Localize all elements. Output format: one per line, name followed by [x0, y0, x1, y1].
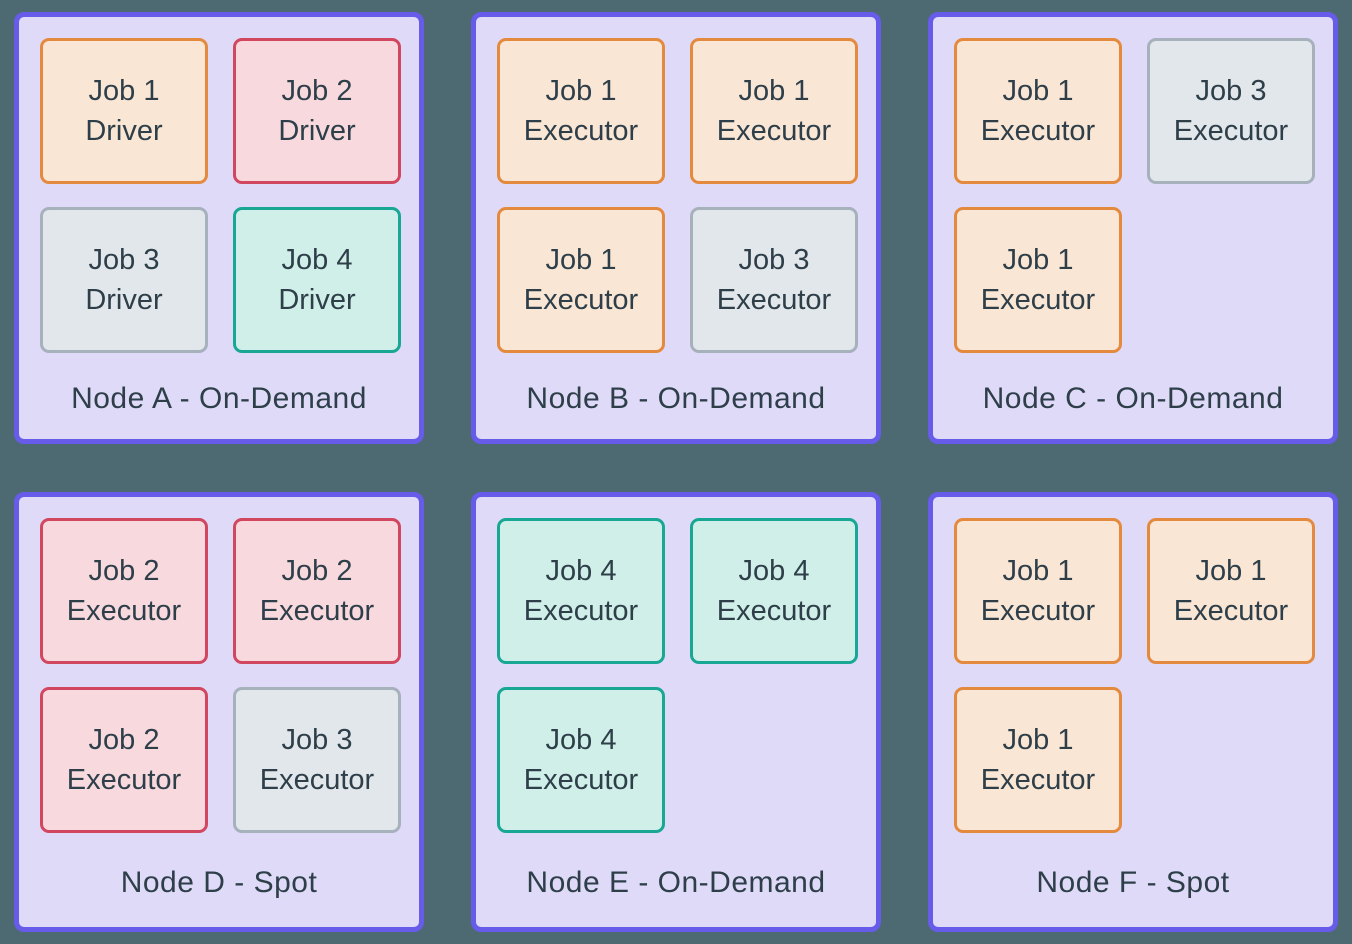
job-box-job3: Job 3 Driver [40, 207, 208, 353]
job-role: Executor [980, 764, 1096, 796]
job-box-job2: Job 2 Executor [40, 687, 208, 833]
job-role: Executor [716, 115, 832, 147]
job-name: Job 3 [1195, 74, 1267, 107]
job-box-job3: Job 3 Executor [690, 207, 858, 353]
node-label-area: Node D - Spot [19, 833, 419, 927]
job-role: Executor [980, 115, 1096, 147]
job-role: Executor [1173, 115, 1289, 147]
job-box-job4: Job 4 Executor [690, 518, 858, 664]
job-box-job2: Job 2 Executor [233, 518, 401, 664]
job-name: Job 1 [738, 74, 810, 107]
node-card-c: Job 1 Executor Job 3 Executor Job 1 Exec… [928, 12, 1338, 444]
job-name: Job 3 [281, 723, 353, 756]
jobs-grid: Job 1 Executor Job 3 Executor Job 1 Exec… [933, 17, 1333, 353]
job-role: Executor [1173, 595, 1289, 627]
job-name: Job 4 [738, 554, 810, 587]
job-name: Job 2 [281, 74, 353, 107]
job-name: Job 3 [738, 243, 810, 276]
job-role: Executor [980, 284, 1096, 316]
job-name: Job 4 [281, 243, 353, 276]
job-box-job3: Job 3 Executor [1147, 38, 1315, 184]
job-box-job3: Job 3 Executor [233, 687, 401, 833]
job-role: Driver [278, 284, 356, 316]
job-box-job2: Job 2 Executor [40, 518, 208, 664]
jobs-grid: Job 4 Executor Job 4 Executor Job 4 Exec… [476, 497, 876, 833]
job-name: Job 1 [545, 74, 617, 107]
job-name: Job 2 [88, 723, 160, 756]
jobs-grid: Job 2 Executor Job 2 Executor Job 2 Exec… [19, 497, 419, 833]
job-role: Executor [980, 595, 1096, 627]
job-box-job2: Job 2 Driver [233, 38, 401, 184]
node-label-area: Node F - Spot [933, 833, 1333, 927]
node-label-c: Node C - On-Demand [982, 382, 1284, 415]
job-box-job1: Job 1 Executor [954, 518, 1122, 664]
job-name: Job 2 [88, 554, 160, 587]
job-role: Executor [716, 284, 832, 316]
job-name: Job 1 [88, 74, 160, 107]
jobs-grid: Job 1 Executor Job 1 Executor Job 1 Exec… [476, 17, 876, 353]
node-card-f: Job 1 Executor Job 1 Executor Job 1 Exec… [928, 492, 1338, 932]
node-label-d: Node D - Spot [120, 866, 318, 899]
job-box-job1: Job 1 Executor [497, 38, 665, 184]
job-box-job1: Job 1 Executor [954, 687, 1122, 833]
job-name: Job 1 [1002, 74, 1074, 107]
node-card-e: Job 4 Executor Job 4 Executor Job 4 Exec… [471, 492, 881, 932]
node-label-f: Node F - Spot [1036, 866, 1230, 899]
job-name: Job 1 [545, 243, 617, 276]
node-card-d: Job 2 Executor Job 2 Executor Job 2 Exec… [14, 492, 424, 932]
job-role: Executor [523, 764, 639, 796]
job-name: Job 2 [281, 554, 353, 587]
job-name: Job 4 [545, 723, 617, 756]
job-role: Executor [66, 764, 182, 796]
node-label-area: Node C - On-Demand [933, 353, 1333, 439]
job-box-job4: Job 4 Executor [497, 518, 665, 664]
node-card-a: Job 1 Driver Job 2 Driver Job 3 Driver J… [14, 12, 424, 444]
job-role: Executor [66, 595, 182, 627]
job-name: Job 1 [1002, 554, 1074, 587]
job-name: Job 4 [545, 554, 617, 587]
job-box-job1: Job 1 Driver [40, 38, 208, 184]
job-role: Executor [259, 595, 375, 627]
node-label-area: Node B - On-Demand [476, 353, 876, 439]
job-name: Job 1 [1002, 723, 1074, 756]
job-role: Executor [523, 595, 639, 627]
jobs-grid: Job 1 Driver Job 2 Driver Job 3 Driver J… [19, 17, 419, 353]
job-box-job4: Job 4 Executor [497, 687, 665, 833]
job-box-job1: Job 1 Executor [954, 207, 1122, 353]
job-box-job1: Job 1 Executor [690, 38, 858, 184]
job-name: Job 1 [1002, 243, 1074, 276]
job-box-job4: Job 4 Driver [233, 207, 401, 353]
node-label-area: Node E - On-Demand [476, 833, 876, 927]
node-label-b: Node B - On-Demand [526, 382, 826, 415]
job-box-job1: Job 1 Executor [1147, 518, 1315, 664]
node-label-area: Node A - On-Demand [19, 353, 419, 439]
job-role: Executor [523, 284, 639, 316]
job-role: Executor [259, 764, 375, 796]
node-label-a: Node A - On-Demand [71, 382, 367, 415]
job-name: Job 1 [1195, 554, 1267, 587]
node-card-b: Job 1 Executor Job 1 Executor Job 1 Exec… [471, 12, 881, 444]
jobs-grid: Job 1 Executor Job 1 Executor Job 1 Exec… [933, 497, 1333, 833]
job-role: Driver [278, 115, 356, 147]
job-role: Driver [85, 284, 163, 316]
job-role: Executor [523, 115, 639, 147]
job-box-job1: Job 1 Executor [954, 38, 1122, 184]
job-role: Executor [716, 595, 832, 627]
node-label-e: Node E - On-Demand [526, 866, 826, 899]
job-name: Job 3 [88, 243, 160, 276]
job-box-job1: Job 1 Executor [497, 207, 665, 353]
job-role: Driver [85, 115, 163, 147]
